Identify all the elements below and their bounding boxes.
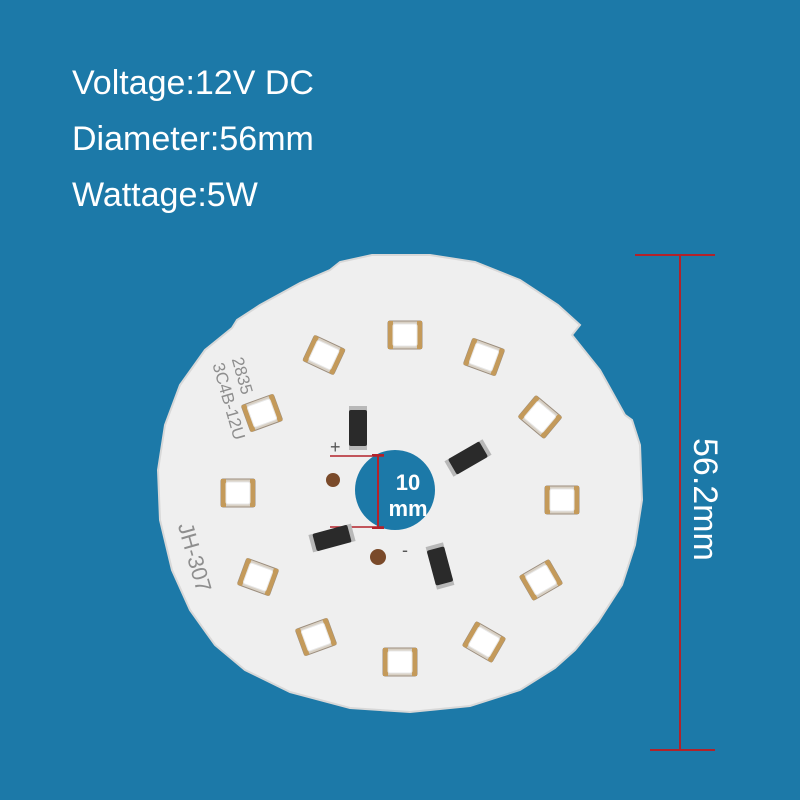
led-chip: [463, 338, 505, 376]
center-hole: [355, 450, 435, 530]
resistor: [349, 406, 367, 450]
plus-mark: +: [330, 437, 341, 457]
hole-diameter-label: 10 mm: [382, 470, 434, 522]
led-chip: [302, 335, 346, 375]
led-chip: [237, 558, 279, 596]
led-chip: [295, 618, 337, 656]
led-array: [220, 320, 580, 677]
led-chip: [462, 621, 506, 663]
spec-diameter: Diameter:56mm: [72, 120, 314, 158]
hole-unit: mm: [388, 496, 428, 521]
led-chip: [519, 559, 563, 601]
resistor: [308, 523, 356, 553]
led-chip: [544, 485, 580, 515]
led-chip: [220, 478, 256, 508]
hole-value: 10: [395, 470, 421, 495]
diameter-label: 56.2mm: [686, 438, 724, 561]
resistor-array: [308, 406, 492, 590]
led-chip: [517, 395, 563, 439]
negative-pad: [370, 549, 386, 565]
resistor: [444, 439, 492, 477]
spec-wattage: Wattage:5W: [72, 176, 258, 214]
led-chip: [241, 394, 283, 432]
positive-pad: [326, 473, 340, 487]
resistor: [425, 542, 455, 590]
minus-mark: -: [402, 540, 408, 560]
spec-voltage: Voltage:12V DC: [72, 64, 314, 102]
led-chip: [382, 647, 418, 677]
spec-list: Voltage:12V DC Diameter:56mm Wattage:5W: [72, 55, 314, 223]
led-chip: [387, 320, 423, 350]
